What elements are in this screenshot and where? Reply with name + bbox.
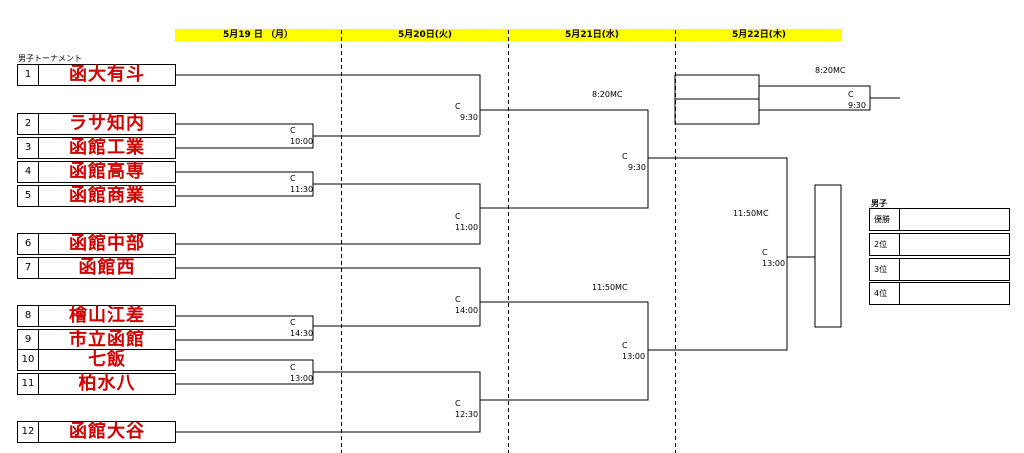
match-court: C [622, 152, 628, 161]
date-header: 5月22日(木) [676, 29, 842, 41]
team-name: 函館工業 [38, 137, 176, 159]
date-header: 5月19 日 （月） [175, 29, 341, 41]
result-row: 3位 [869, 258, 1010, 281]
result-row: 4位 [869, 282, 1010, 305]
team-name: 函館中部 [38, 233, 176, 255]
team-number: 2 [17, 113, 39, 135]
team-number: 12 [17, 421, 39, 443]
date-header: 5月20日(火) [342, 29, 508, 41]
bracket-line [648, 157, 788, 351]
team-number: 9 [17, 329, 39, 351]
match-court: C [455, 295, 461, 304]
match-court: C [290, 318, 296, 327]
venue-label: 8:20MC [815, 66, 846, 75]
bracket-line [480, 301, 649, 401]
team-number: 4 [17, 161, 39, 183]
match-court: C [290, 363, 296, 372]
match-time: 9:30 [848, 101, 866, 110]
team-name: 市立函館 [38, 329, 176, 351]
team-number: 6 [17, 233, 39, 255]
team-name: 七飯 [38, 349, 176, 371]
bracket-line [176, 315, 314, 341]
result-row: 優勝 [869, 208, 1010, 231]
bracket-line [176, 208, 481, 245]
final-box [814, 184, 842, 328]
result-rank: 2位 [870, 234, 900, 255]
venue-label: 11:50MC [592, 283, 628, 292]
team-number: 5 [17, 185, 39, 207]
bracket-line [176, 371, 481, 433]
match-time: 14:30 [290, 329, 314, 338]
tournament-title: 男子トーナメント [18, 54, 82, 63]
result-rank: 4位 [870, 283, 900, 304]
match-court: C [455, 212, 461, 221]
bracket-line [313, 183, 481, 208]
team-number: 3 [17, 137, 39, 159]
venue-label: 8:20MC [592, 90, 623, 99]
team-name: 函大有斗 [38, 64, 176, 86]
match-time: 13:00 [290, 374, 314, 383]
result-rank: 3位 [870, 259, 900, 280]
match-time: 10:00 [290, 137, 314, 146]
results-title: 男子 [871, 199, 887, 208]
team-number: 1 [17, 64, 39, 86]
match-court: C [848, 90, 854, 99]
match-time: 9:30 [460, 113, 478, 122]
match-court: C [455, 102, 461, 111]
match-time: 11:30 [290, 185, 314, 194]
team-name: 柏水八 [38, 373, 176, 395]
match-court: C [455, 399, 461, 408]
team-name: 函館大谷 [38, 421, 176, 443]
venue-label: 11:50MC [733, 209, 769, 218]
date-header: 5月21日(水) [509, 29, 675, 41]
match-court: C [290, 174, 296, 183]
match-time: 13:00 [762, 259, 786, 268]
match-time: 12:30 [455, 410, 479, 419]
team-name: 檜山江差 [38, 305, 176, 327]
match-time: 11:00 [455, 223, 479, 232]
match-court: C [762, 248, 768, 257]
team-number: 10 [17, 349, 39, 371]
result-rank: 優勝 [870, 209, 900, 230]
match-court: C [622, 341, 628, 350]
team-number: 8 [17, 305, 39, 327]
match-court: C [290, 126, 296, 135]
team-name: ラサ知内 [38, 113, 176, 135]
team-name: 函館高専 [38, 161, 176, 183]
team-number: 7 [17, 257, 39, 279]
match-time: 9:30 [628, 163, 646, 172]
team-name: 函館西 [38, 257, 176, 279]
team-name: 函館商業 [38, 185, 176, 207]
bracket-line [176, 267, 481, 326]
bracket-line [176, 74, 481, 135]
team-number: 11 [17, 373, 39, 395]
match-time: 13:00 [622, 352, 646, 361]
result-row: 2位 [869, 233, 1010, 256]
bracket-line [480, 109, 649, 209]
match-time: 14:00 [455, 306, 479, 315]
